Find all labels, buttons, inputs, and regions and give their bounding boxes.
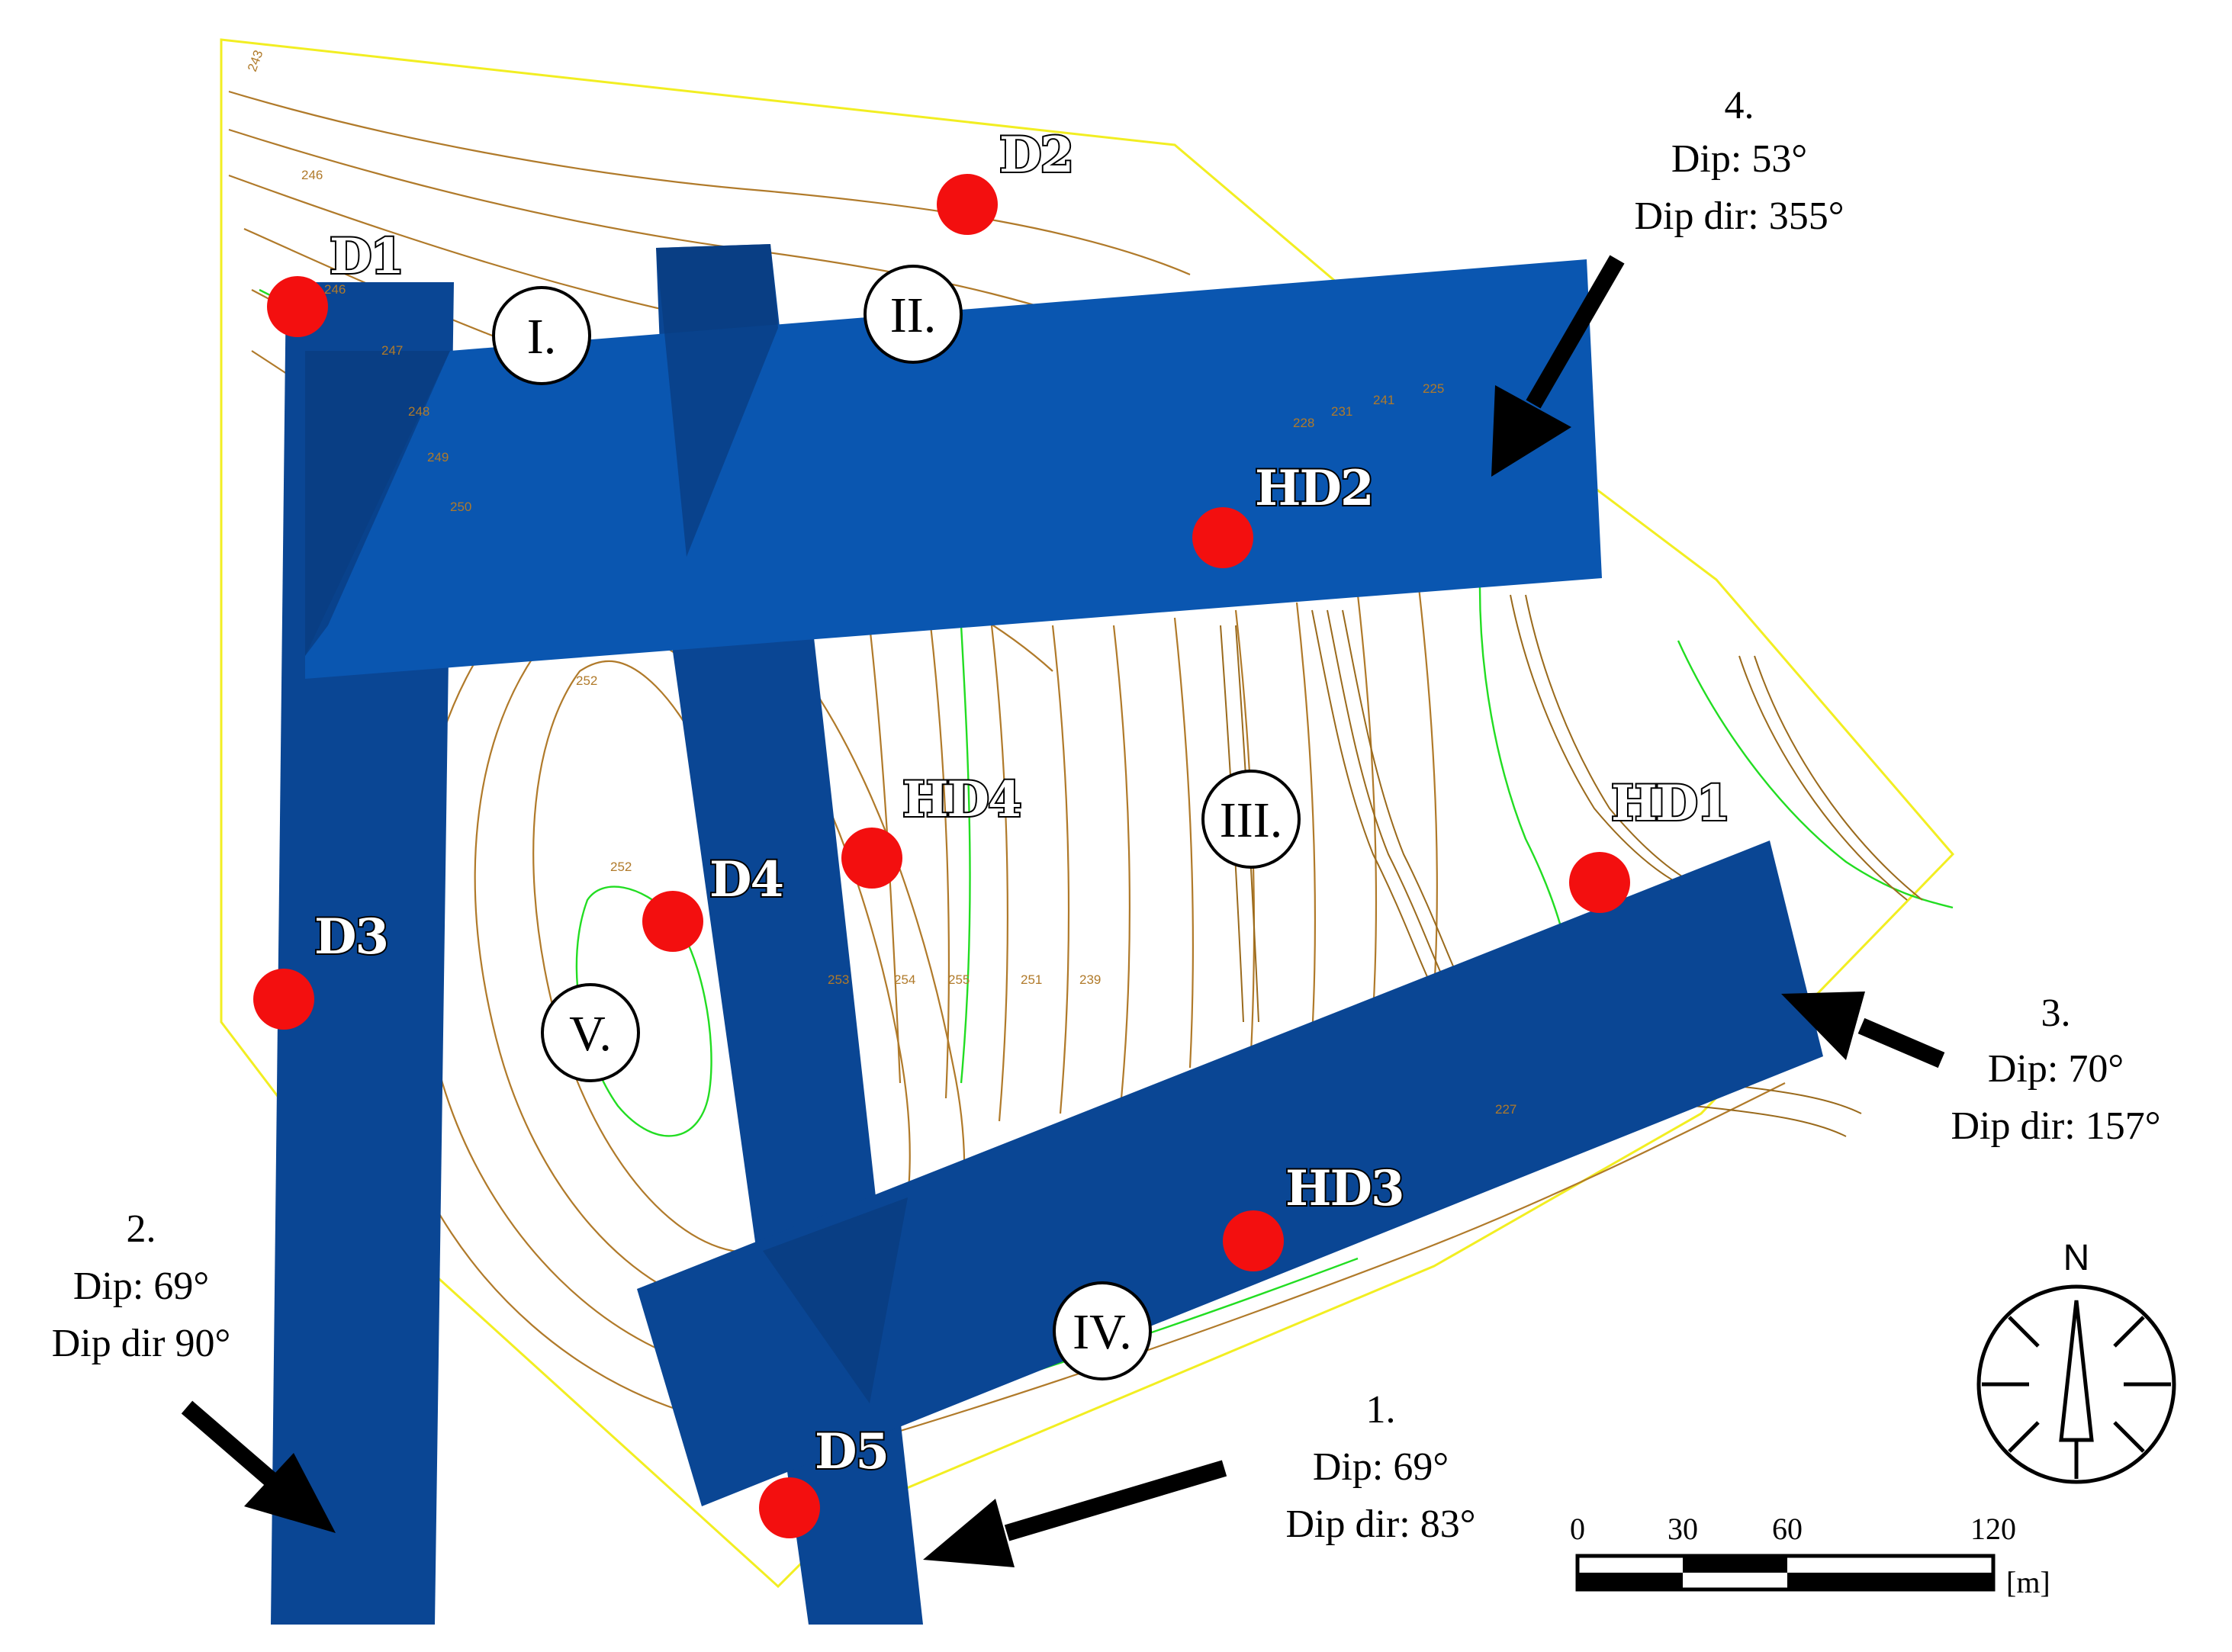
plane-intersection-3 xyxy=(763,1197,908,1403)
set-dip: Dip: 53° xyxy=(1671,137,1807,181)
contour-label: 246 xyxy=(324,282,346,297)
annotation-set-1: 1. Dip: 69° Dip dir: 83° xyxy=(1285,1388,1475,1546)
set-number: 3. xyxy=(2041,992,2071,1035)
point-HD1[interactable]: HD1 xyxy=(1569,773,1732,913)
point-label: D2 xyxy=(999,127,1073,184)
point-label: D4 xyxy=(709,851,783,908)
arrow-set-1 xyxy=(923,1460,1227,1567)
zone-III: III. xyxy=(1201,770,1301,869)
set-dip: Dip: 69° xyxy=(1313,1445,1449,1489)
contour-label: 228 xyxy=(1293,416,1314,430)
point-D1[interactable]: D1 xyxy=(267,227,406,337)
point-label: D1 xyxy=(330,228,403,285)
zone-IV: IV. xyxy=(1053,1281,1152,1380)
annotation-set-4: 4. Dip: 53° Dip dir: 355° xyxy=(1634,84,1844,238)
contour-label: 253 xyxy=(828,972,849,987)
scale-tick: 120 xyxy=(1970,1512,2016,1546)
zone-label: I. xyxy=(527,309,556,365)
contour-label: 231 xyxy=(1331,404,1352,419)
point-label: HD4 xyxy=(902,771,1021,828)
set-number: 2. xyxy=(127,1207,156,1251)
dip-arrows xyxy=(181,255,1945,1567)
arrow-set-4 xyxy=(1491,255,1625,477)
arrow-set-3 xyxy=(1781,992,1945,1069)
contour-label: 248 xyxy=(408,404,429,419)
plane-intersection-2 xyxy=(305,351,450,656)
contour-label: 225 xyxy=(1423,381,1444,396)
set-dip-dir: Dip dir: 83° xyxy=(1285,1503,1475,1546)
contour-label: 252 xyxy=(576,673,597,688)
discontinuity-planes xyxy=(271,244,1823,1625)
point-D5[interactable]: D5 xyxy=(759,1422,891,1538)
scale-tick: 0 xyxy=(1570,1512,1585,1546)
zone-I: I. xyxy=(492,286,591,385)
set-dip: Dip: 69° xyxy=(73,1265,209,1308)
zone-II: II. xyxy=(864,265,963,364)
point-label: HD3 xyxy=(1285,1160,1404,1217)
arrow-set-2 xyxy=(181,1400,336,1533)
point-label: D3 xyxy=(314,908,388,966)
point-HD2[interactable]: HD2 xyxy=(1192,458,1376,568)
contour-label: 246 xyxy=(301,168,323,182)
set-dip-dir: Dip dir: 157° xyxy=(1951,1104,2160,1148)
zone-label: V. xyxy=(569,1006,612,1062)
contour-label: 241 xyxy=(1373,393,1394,407)
point-HD4[interactable]: HD4 xyxy=(841,770,1024,889)
contour-label: 239 xyxy=(1079,972,1101,987)
contour-label: 247 xyxy=(381,343,403,358)
contour-label: 254 xyxy=(894,972,915,987)
annotation-set-3: 3. Dip: 70° Dip dir: 157° xyxy=(1951,992,2160,1148)
north-label: N xyxy=(2063,1238,2090,1278)
plane-intersection-1 xyxy=(656,244,778,557)
contour-label: 250 xyxy=(450,500,471,514)
point-label: HD1 xyxy=(1611,775,1729,832)
scale-tick: 30 xyxy=(1668,1512,1698,1546)
plane-set-3 xyxy=(637,840,1823,1506)
scale-bar: 0 30 60 120 [m] xyxy=(1570,1512,2050,1599)
point-label: HD2 xyxy=(1255,460,1373,517)
sampling-points: D1 D2 D3 D4 D5 HD1 HD2 HD3 xyxy=(253,125,1732,1538)
set-dip: Dip: 70° xyxy=(1988,1047,2124,1091)
zone-label: II. xyxy=(890,288,936,343)
set-dip-dir: Dip dir: 355° xyxy=(1634,194,1844,238)
plane-set-4 xyxy=(305,259,1602,679)
point-D2[interactable]: D2 xyxy=(937,125,1076,235)
zone-V: V. xyxy=(541,983,640,1082)
contour-label: 249 xyxy=(427,450,449,464)
set-dip-dir: Dip dir 90° xyxy=(52,1322,231,1365)
annotation-set-2: 2. Dip: 69° Dip dir 90° xyxy=(52,1207,231,1365)
set-number: 4. xyxy=(1725,84,1754,127)
point-HD3[interactable]: HD3 xyxy=(1223,1159,1407,1271)
contour-label: 251 xyxy=(1021,972,1042,987)
zone-label: IV. xyxy=(1073,1304,1132,1360)
point-label: D5 xyxy=(815,1423,888,1480)
scale-unit: [m] xyxy=(2006,1565,2050,1599)
point-D3[interactable]: D3 xyxy=(253,907,391,1030)
north-arrow: N xyxy=(1976,1238,2176,1484)
contour-label: 243 xyxy=(245,48,266,73)
scale-tick: 60 xyxy=(1772,1512,1803,1546)
set-number: 1. xyxy=(1366,1388,1396,1432)
zones: I. II. III. IV. V. xyxy=(492,265,1301,1380)
contour-label: 227 xyxy=(1495,1102,1516,1117)
point-D4[interactable]: D4 xyxy=(642,850,786,952)
contour-label: 255 xyxy=(948,972,970,987)
contour-label: 252 xyxy=(610,860,632,874)
zone-label: III. xyxy=(1220,792,1282,848)
